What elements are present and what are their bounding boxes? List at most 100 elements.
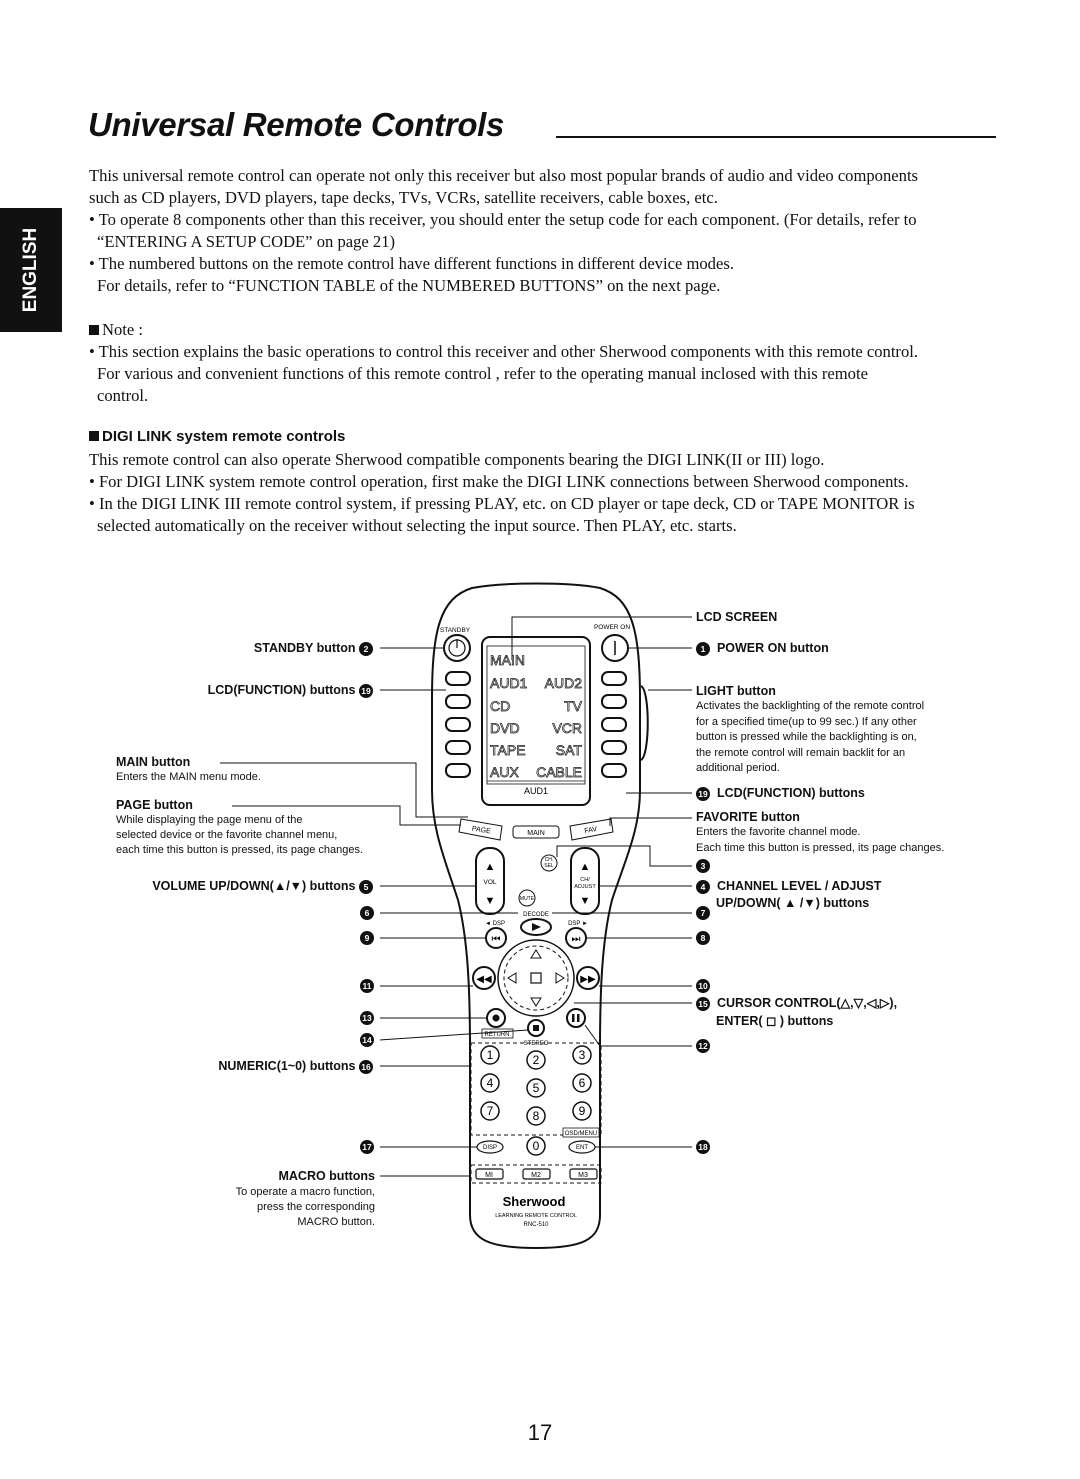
- callout-7: 7: [696, 906, 710, 920]
- intro-bullet-2: • The numbered buttons on the remote con…: [89, 254, 734, 273]
- vol-caption: VOL: [483, 879, 496, 886]
- macro-desc-2: press the corresponding: [256, 1201, 375, 1213]
- power-on-label-text: POWER ON button: [716, 641, 829, 655]
- numeric-group-outline: [470, 1042, 602, 1136]
- lcd-function-buttons-left[interactable]: [445, 671, 471, 778]
- numeric-keys[interactable]: [480, 1045, 592, 1156]
- channel-rocker[interactable]: [570, 847, 600, 915]
- fast-forward-icon: ▶▶: [580, 974, 596, 985]
- stop-icon: [533, 1025, 539, 1031]
- cursor-right-icon: [555, 972, 565, 984]
- lcd-status: AUD1: [524, 786, 548, 796]
- label-lcd-screen: LCD SCREEN: [696, 610, 778, 624]
- cursor-label-line-1: CURSOR CONTROL(△,▽,◁,▷),: [716, 996, 898, 1010]
- lcd-function-left-text: LCD(FUNCTION) buttons: [207, 683, 356, 697]
- skip-back-icon: ⏮: [492, 934, 501, 945]
- note-bullet-1-cont: For various and convenient functions of …: [97, 364, 868, 383]
- cursor-up-icon: [530, 949, 542, 959]
- model-line: LEARNING REMOTE CONTROL: [495, 1213, 577, 1219]
- lcd-row-4-right: SAT: [556, 742, 583, 758]
- macro-desc-3: MACRO button.: [297, 1216, 375, 1228]
- svg-text:CH.: CH.: [545, 857, 554, 863]
- osd-menu-label-box: [562, 1127, 600, 1138]
- note-label: Note :: [102, 320, 144, 339]
- label-light: LIGHT button: [696, 684, 776, 698]
- svg-text:ADJUST: ADJUST: [574, 884, 596, 890]
- intro-line-1: This universal remote control can operat…: [89, 166, 919, 185]
- lcd-function-buttons-right[interactable]: [601, 671, 627, 778]
- mute-button[interactable]: [518, 889, 536, 907]
- pause-icon: [572, 1014, 575, 1022]
- light-button-shape: [640, 685, 649, 761]
- page-button-label: PAGE: [471, 826, 491, 836]
- key-2: 2: [533, 1053, 540, 1067]
- favorite-button[interactable]: [569, 818, 614, 841]
- cursor-down-icon: [530, 997, 542, 1007]
- lcd-row-0-left: MAIN: [490, 652, 525, 668]
- dsp-left-caption: ◄ DSP: [485, 921, 505, 927]
- main-button[interactable]: [512, 825, 560, 839]
- fast-forward-button[interactable]: [576, 966, 600, 990]
- record-icon: [492, 1014, 500, 1022]
- stereo-caption: STEREO: [524, 1041, 549, 1047]
- lcd-row-5-right: CABLE: [536, 764, 582, 780]
- page-desc-2: selected device or the favorite channel …: [116, 829, 338, 841]
- callout-8: 8: [696, 931, 710, 945]
- main-desc: Enters the MAIN menu mode.: [116, 771, 261, 783]
- m2-caption: M2: [531, 1172, 541, 1179]
- callout-9: 9: [360, 931, 374, 945]
- channel-up-icon: ▲: [580, 861, 591, 873]
- callout-5: 5: [359, 879, 373, 894]
- digi-heading-text: DIGI LINK system remote controls: [102, 428, 346, 445]
- callout-16: 16: [359, 1059, 373, 1074]
- label-cursor: 15 CURSOR CONTROL(△,▽,◁,▷),: [696, 996, 897, 1011]
- m3-caption: M3: [578, 1172, 588, 1179]
- digi-bullet-1: • For DIGI LINK system remote control op…: [89, 472, 909, 491]
- enter-button[interactable]: [530, 972, 542, 984]
- volume-up-icon: ▲: [485, 861, 496, 873]
- key-7: 7: [487, 1104, 494, 1118]
- callout-18: 18: [696, 1140, 710, 1154]
- light-desc-4: the remote control will remain backlit f…: [696, 747, 906, 759]
- callout-19-right: 19: [696, 786, 710, 801]
- numeric-label-text: NUMERIC(1~0) buttons: [218, 1059, 356, 1073]
- rewind-button[interactable]: [472, 966, 496, 990]
- channel-label-line-1: CHANNEL LEVEL / ADJUST: [716, 879, 882, 893]
- lcd-row-3-right: VCR: [552, 720, 582, 736]
- ch-sel-button[interactable]: [540, 854, 558, 872]
- intro-bullet-1: • To operate 8 components other than thi…: [89, 210, 917, 229]
- key-1: 1: [487, 1048, 494, 1062]
- digi-link-heading: DIGI LINK system remote controls: [89, 428, 345, 445]
- fav-button-label: FAV: [584, 826, 598, 835]
- favorite-desc-1: Enters the favorite channel mode.: [696, 826, 861, 838]
- key-6: 6: [579, 1076, 586, 1090]
- channel-label-line-2: UP/DOWN( ▲ /▼) buttons: [716, 896, 870, 910]
- key-5: 5: [533, 1081, 540, 1095]
- main-button-label: MAIN: [527, 830, 545, 837]
- label-volume: VOLUME UP/DOWN(▲/▼) buttons 5: [152, 879, 373, 894]
- skip-forward-icon: ⏭: [572, 934, 581, 945]
- brand-logo: Sherwood: [503, 1194, 566, 1209]
- osd-menu-caption: OSD/MENU: [565, 1131, 597, 1137]
- callout-15: 15: [696, 996, 710, 1011]
- volume-rocker[interactable]: [475, 847, 505, 915]
- channel-down-icon: ▼: [580, 895, 591, 907]
- intro-bullet-2-cont: For details, refer to “FUNCTION TABLE of…: [97, 276, 721, 295]
- intro-line-2: such as CD players, DVD players, tape de…: [89, 188, 718, 207]
- macro-desc-1: To operate a macro function,: [235, 1186, 375, 1198]
- callout-2: 2: [359, 641, 373, 656]
- cursor-label-line-2: ENTER( ◻ ) buttons: [716, 1014, 834, 1028]
- title-rule: [556, 136, 996, 138]
- page-number: 17: [527, 1420, 553, 1445]
- callout-19-left: 19: [359, 683, 373, 698]
- callout-10: 10: [696, 979, 710, 993]
- page-button[interactable]: [458, 818, 503, 841]
- pause-button[interactable]: [566, 1008, 586, 1028]
- macro-buttons[interactable]: [475, 1168, 598, 1180]
- callout-3: 3: [696, 859, 710, 873]
- favorite-desc-2: Each time this button is pressed, its pa…: [696, 842, 945, 854]
- square-bullet-icon: [89, 431, 99, 441]
- page-desc-3: each time this button is pressed, its pa…: [116, 844, 364, 856]
- callout-12: 12: [696, 1039, 710, 1053]
- label-channel: 4 CHANNEL LEVEL / ADJUST: [696, 879, 881, 894]
